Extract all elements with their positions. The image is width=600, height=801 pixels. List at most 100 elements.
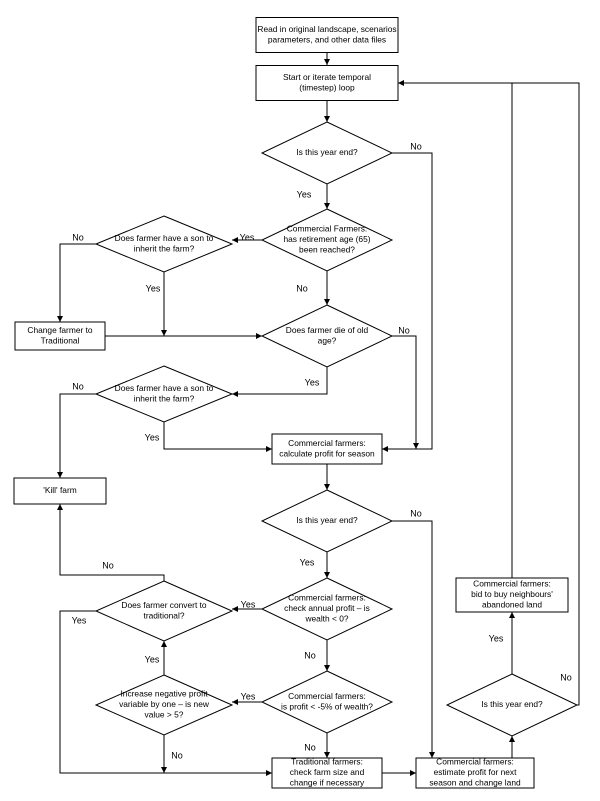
node-label-line: (timestep) loop [299,82,355,92]
node-label-line: traditional? [144,610,185,620]
node-label-line: Traditional farmers: [291,757,363,767]
node-label-line: estimate profit for next [434,767,518,777]
edge-label: No [102,560,114,570]
node-label-line: inherit the farm? [134,393,195,403]
node-label-line: calculate profit for season [279,448,375,458]
edge-ye2-yes: Yes [300,552,330,578]
process-box [14,321,106,351]
edge-label: Yes [241,599,256,609]
node-label-line: Commercial farmers: [288,691,366,701]
node-label-line: parameters, and other data files [268,34,386,44]
process-box [13,477,107,505]
edge-son1-yes: Yes [146,272,167,336]
edge-son2-no: No [57,381,96,478]
node-kill-farm: 'Kill' farm [13,477,107,505]
node-label-line: Commercial farmers: [288,593,366,603]
node-label-line: Commercial farmers: [436,757,514,767]
node-label-line: Does farmer convert to [121,600,207,610]
edge-line [57,504,165,581]
node-traditional-check: Traditional farmers:check farm size andc… [271,757,383,789]
decision-diamond [260,670,394,734]
decision-diamond [260,208,394,272]
edge-bid-to-start [398,82,513,578]
edge-label: Yes [145,654,160,664]
edge-line [382,152,433,452]
node-label-line: is profit < -5% of wealth? [281,701,373,711]
edge-label: No [560,672,572,682]
node-year-end-1: Is this year end? [260,121,394,185]
node-start-loop: Start or iterate temporal(timestep) loop [255,65,399,101]
edge-label: No [304,650,316,660]
edge-profit-yes: Yes [232,691,262,705]
decision-diamond [94,215,234,273]
node-label-line: wealth < 0? [304,614,348,624]
edge-label: Yes [300,557,315,567]
node-label-line: abandoned land [482,600,542,610]
node-label-line: 'Kill' farm [43,485,76,495]
process-box [271,433,383,465]
node-label-line: Change farmer to [27,325,93,335]
node-label-line: Is this year end? [296,515,358,525]
process-box [455,577,569,613]
edge-neg-no: No [161,735,183,773]
node-label-line: Traditional [41,335,80,345]
decision-diamond [94,365,234,423]
decision-diamond [445,673,579,737]
edge-label: No [72,381,84,391]
edge-label: Yes [145,432,160,442]
node-label-line: Read in original landscape, scenarios [257,24,396,34]
node-label-line: value > 5? [145,710,184,720]
edge-label: Yes [305,377,320,387]
edge-label: No [171,750,183,760]
edge-label: Yes [240,232,255,242]
edge-line [57,393,96,478]
edge-label: Yes [241,691,256,701]
node-label-line: check annual profit – is [284,603,370,613]
node-label-line: variable by one – is new [119,699,210,709]
edge-profit-no: No [304,733,330,758]
node-calc-profit: Commercial farmers:calculate profit for … [271,433,383,465]
edge-label: No [410,141,422,151]
edge-line [392,335,419,449]
decision-diamond [260,304,394,368]
node-bid-land: Commercial farmers:bid to buy neighbours… [455,577,569,613]
node-label-line: Does farmer die of old [286,325,369,335]
edge-neg-yes: Yes [145,641,167,675]
node-wealth-check: Commercial farmers:check annual profit –… [260,577,394,641]
node-estimate-profit: Commercial farmers:estimate profit for n… [415,757,535,789]
node-label-line: Commercial Farmers: [287,224,368,234]
node-label-line: check farm size and [290,767,365,777]
edge-line [398,82,513,578]
edge-wealth-yes: Yes [232,599,262,612]
edges-layer: YesNoYesNoNoYesYesNoNoYesYesNoYesNoNoYes… [57,52,580,776]
process-box [255,17,399,53]
node-label-line: Does farmer have a son to [115,383,214,393]
node-label-line: Start or iterate temporal [283,72,371,82]
process-box [415,757,535,789]
edge-label: No [410,508,422,518]
node-label-line: been reached? [299,245,355,255]
edge-label: Yes [72,615,87,625]
nodes-layer: Read in original landscape, scenariospar… [13,17,579,789]
node-year-end-3: Is this year end? [445,673,579,737]
edge-conv-yes: Yes [59,610,272,776]
node-year-end-2: Is this year end? [260,489,394,553]
node-read-input: Read in original landscape, scenariospar… [255,17,399,53]
decision-diamond [260,121,394,185]
edge-label: Yes [489,633,504,643]
node-retirement: Commercial Farmers:has retirement age (6… [260,208,394,272]
node-label-line: Is this year end? [481,699,543,709]
edge-line [392,520,435,758]
edge-label: No [304,742,316,752]
node-label-line: Is this year end? [296,147,358,157]
edge-line [57,243,96,322]
edge-die-yes: Yes [232,367,328,397]
node-label-line: Does farmer have a son to [115,233,214,243]
process-box [271,757,383,789]
